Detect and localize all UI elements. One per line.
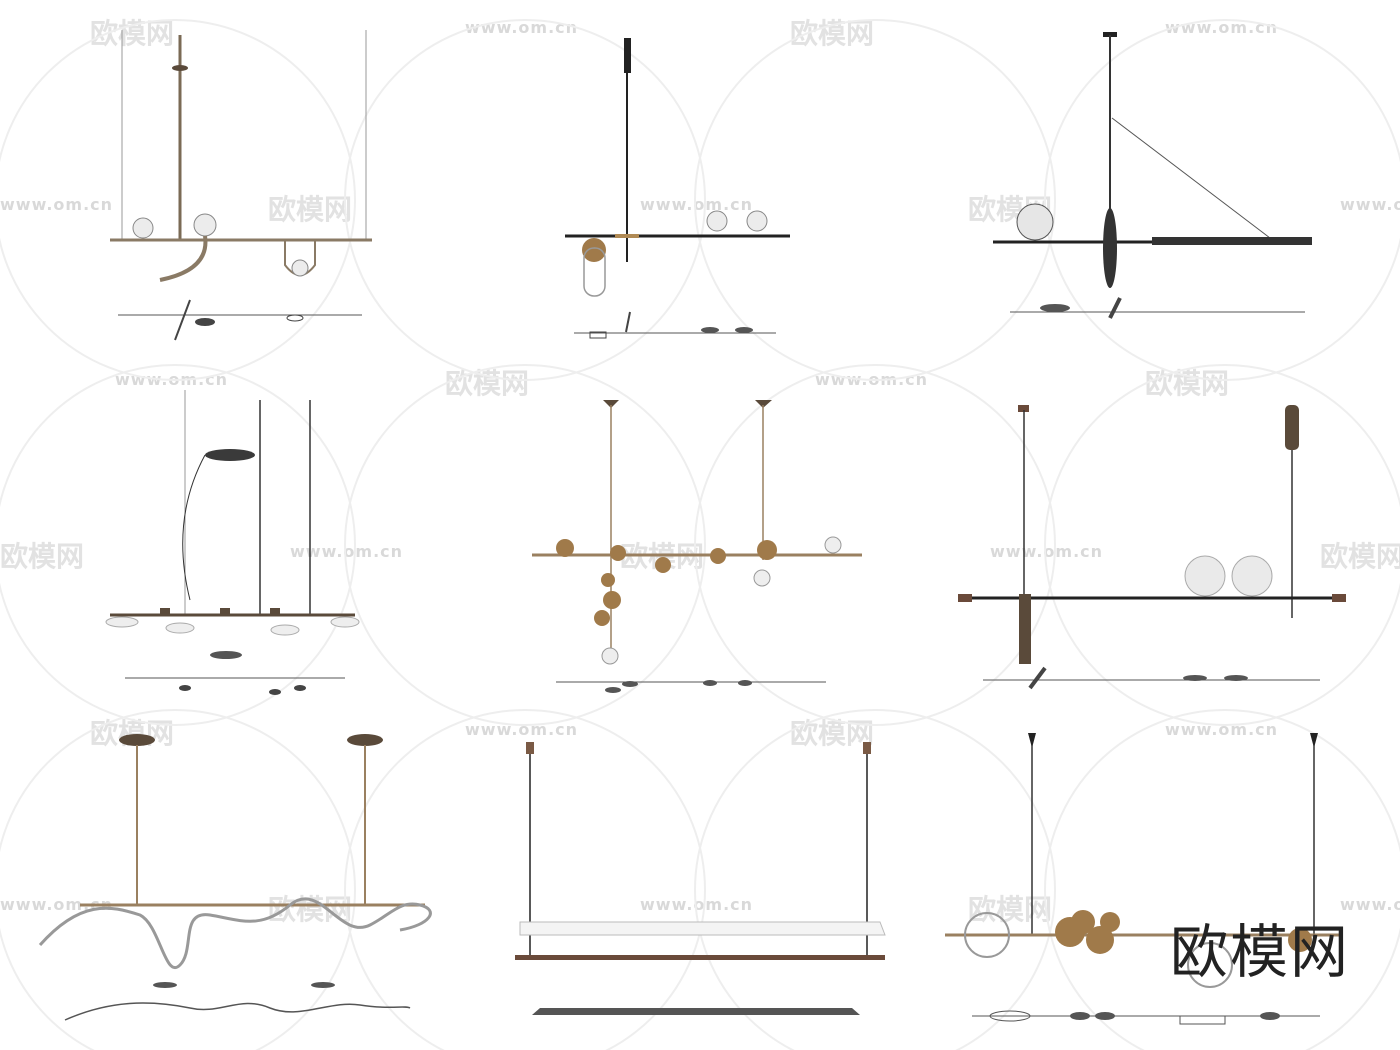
watermark-brand: 欧模网 [790,717,875,750]
watermark-arcs [0,19,1400,1050]
lamp-9-rings-bronze-discs [945,733,1340,1025]
lamp-6-two-large-globes [958,405,1346,690]
watermark-brand: 欧模网 [1320,540,1400,573]
watermark-brand: 欧模网 [0,540,85,573]
lamp-7-ribbon-wave [38,734,432,1021]
watermark-url: www.om.cn [0,895,114,914]
lamp-8-linear-panel [515,742,886,1015]
brand-mark: 欧模网 [1170,918,1351,986]
watermark-url: www.om.cn [1165,720,1279,739]
watermark-brand: 欧模网 [445,367,530,400]
watermark-brand: 欧模网 [968,893,1053,926]
watermark-url: www.om.cn [1340,195,1400,214]
watermark-brand: 欧模网 [1145,367,1230,400]
watermark-brand: 欧模网 [790,17,875,50]
lamp-2-black-bar-two-globes [565,38,790,339]
lamp-1-glass-globes-bronze [110,30,372,341]
watermark-brand: 欧模网 [90,17,175,50]
watermark-url: www.om.cn [465,720,579,739]
watermark-brand: 欧模网 [268,193,353,226]
lamp-5-bronze-discs-globes [532,400,862,693]
lamp-3-disc-arm-linear [993,32,1312,319]
lamp-4-multi-disc-linear [105,390,360,695]
watermark-url: www.om.cn [1340,895,1400,914]
watermark-url: www.om.cn [0,195,114,214]
